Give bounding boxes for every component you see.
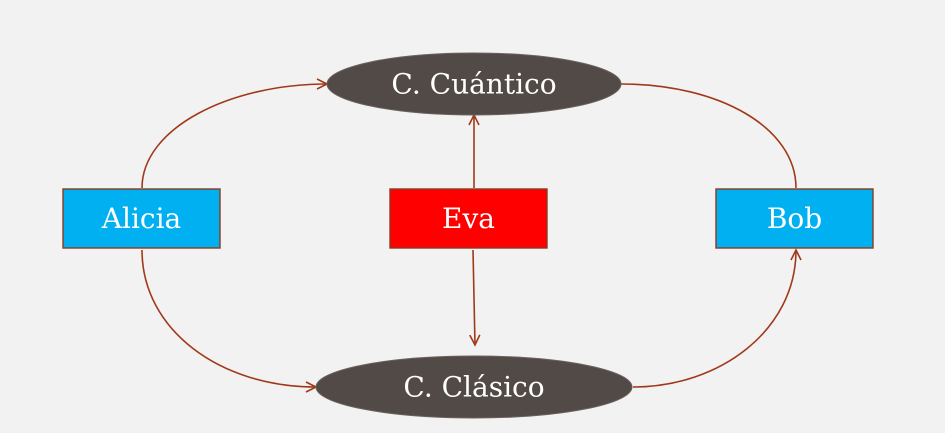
classical-channel-label: C. Clásico (403, 371, 544, 404)
bob-label: Bob (767, 202, 822, 235)
bob-box (715, 188, 874, 249)
edge-alicia-to-quantum (141, 78, 329, 189)
node-quantum-channel: C. Cuántico (326, 52, 622, 116)
node-alicia: Alicia (62, 188, 221, 249)
edge-alicia-to-classical (141, 249, 318, 393)
quantum-channel-label: C. Cuántico (391, 68, 556, 101)
alicia-label: Alicia (101, 202, 181, 235)
eva-label: Eva (442, 202, 495, 235)
classical-channel-shape (315, 355, 633, 419)
quantum-channel-shape (326, 52, 622, 116)
edge-classical-to-bob (632, 248, 802, 388)
node-bob: Bob (715, 188, 874, 249)
eva-box (389, 188, 548, 249)
edge-eva-to-classical (469, 249, 481, 347)
node-classical-channel: C. Clásico (315, 355, 633, 419)
edge-quantum-to-bob (620, 83, 797, 189)
node-eva: Eva (389, 188, 548, 249)
alicia-box (62, 188, 221, 249)
